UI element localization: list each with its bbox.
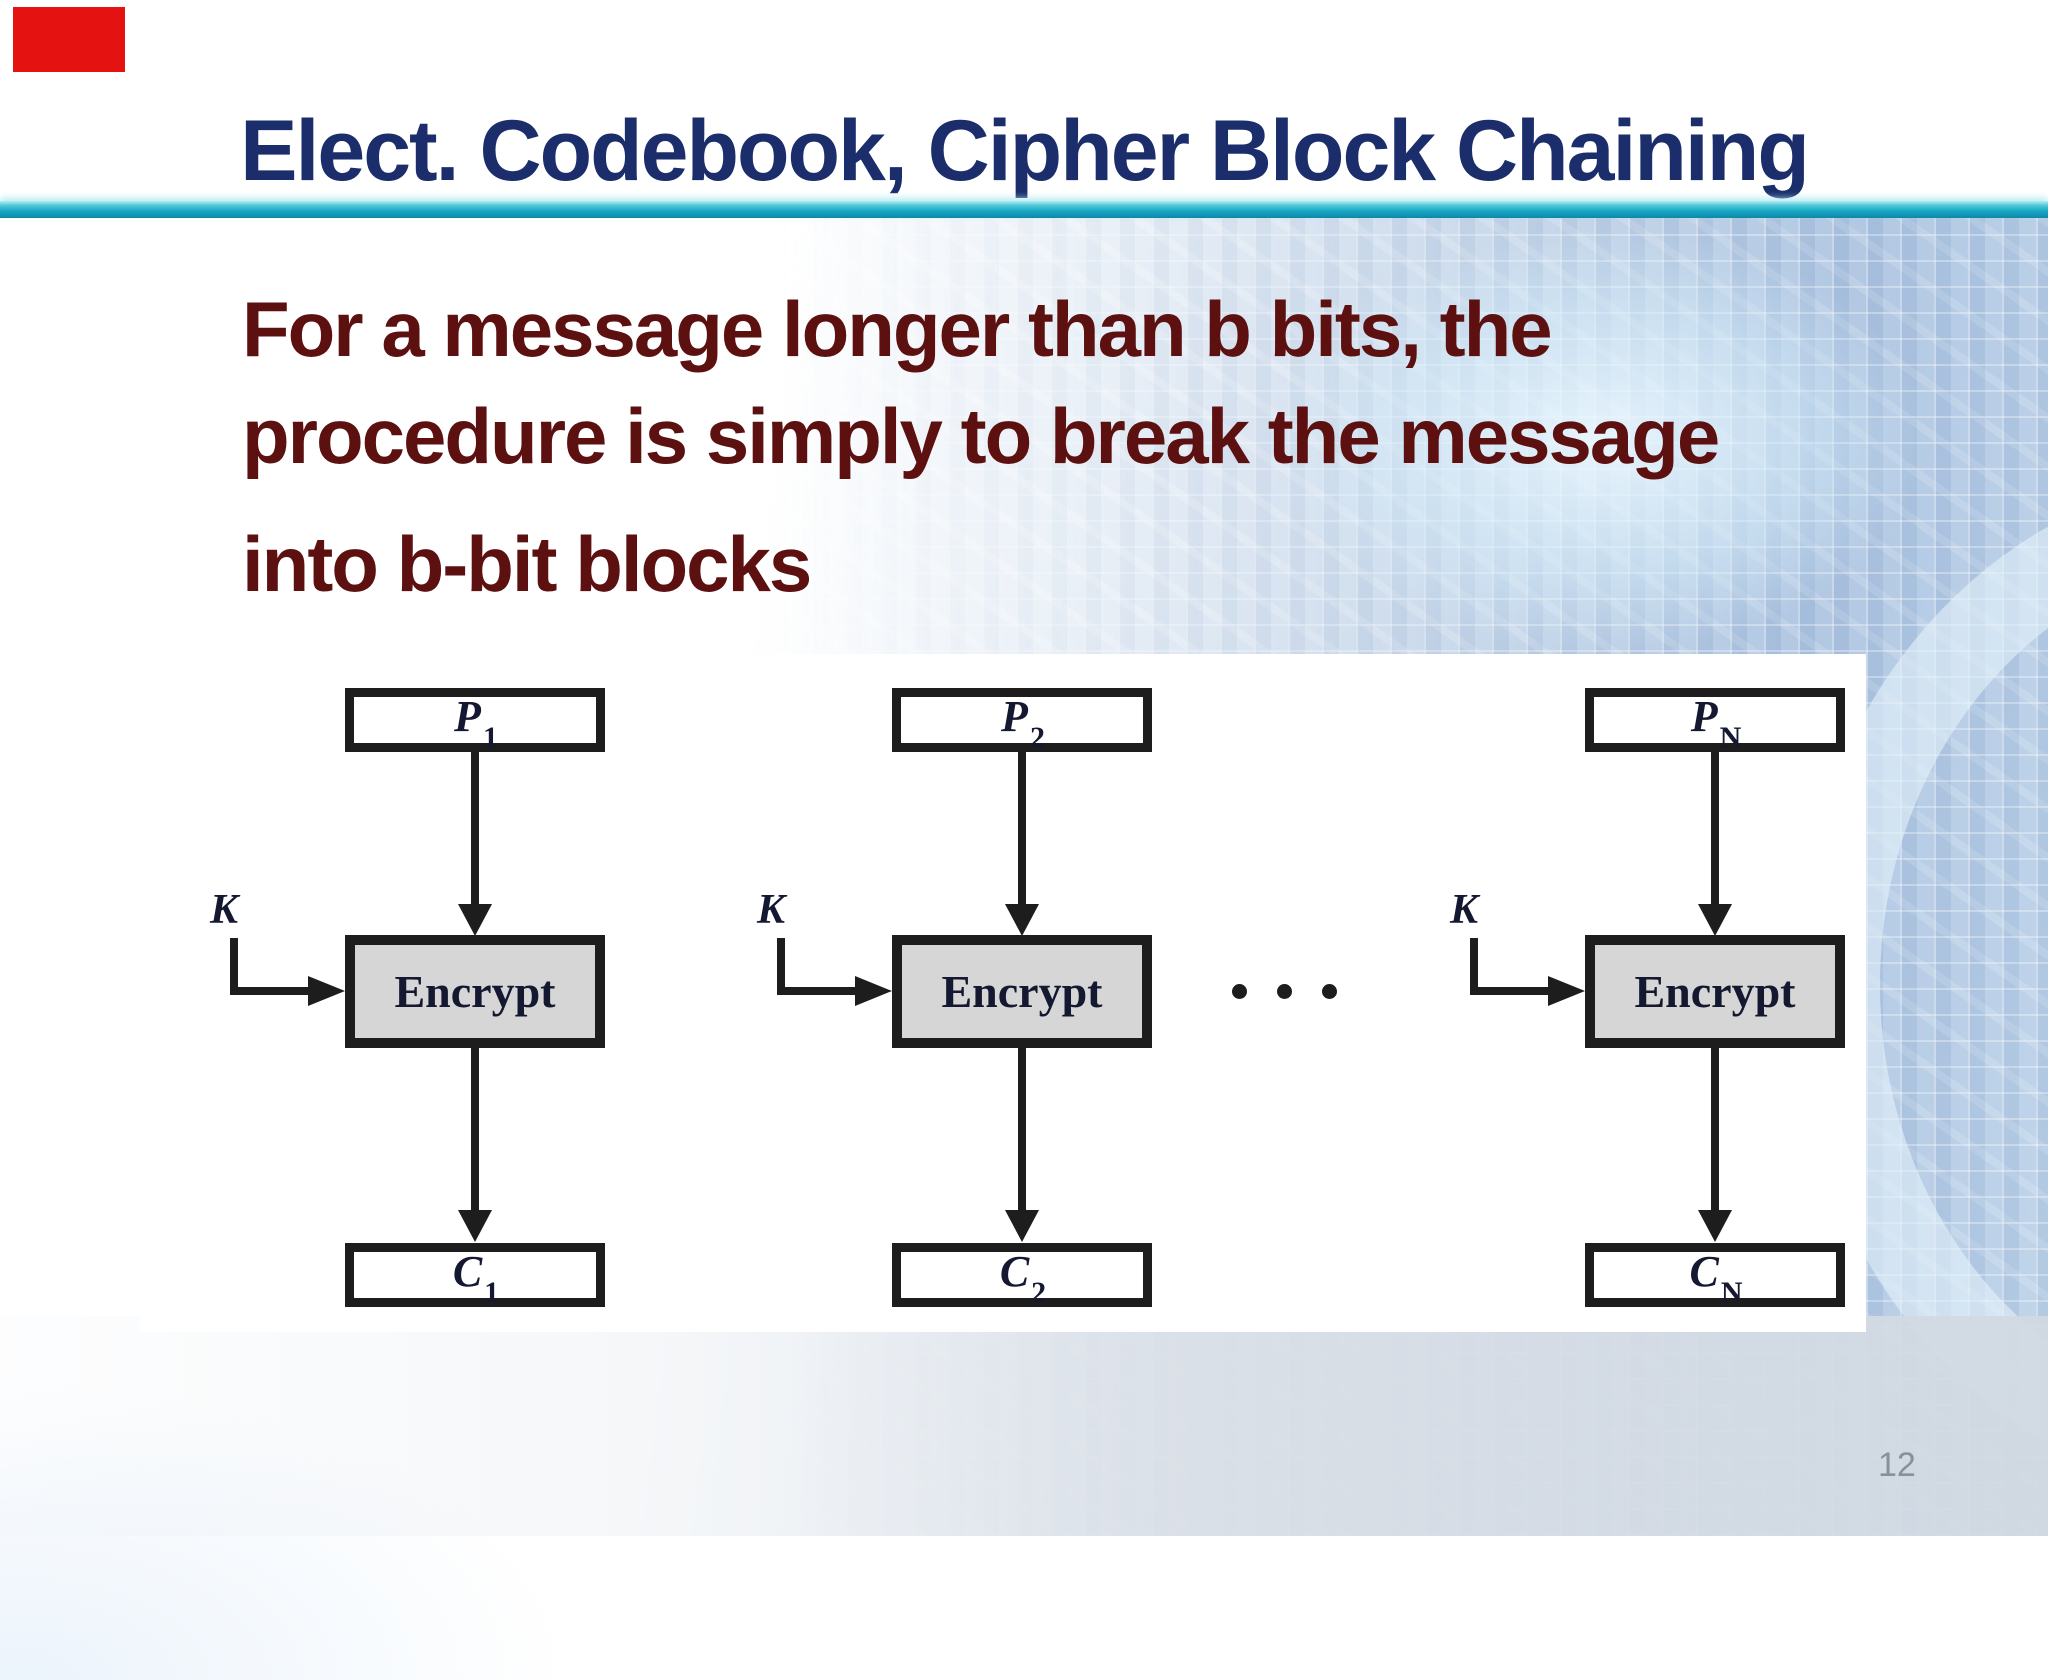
ciphertext-label-c1: C1 xyxy=(452,1247,500,1309)
ecb-diagram-panel: P1 K Encrypt C1 P2 K Encrypt C2 PN K Enc… xyxy=(140,654,1866,1332)
background-bottom-band xyxy=(0,1316,2048,1536)
body-text-line-2: procedure is simply to break the message xyxy=(242,392,1720,480)
arrowhead-encrypt-to-c2 xyxy=(1005,1210,1039,1242)
key-label-1: K xyxy=(210,887,239,933)
key-arrowhead-1 xyxy=(308,976,345,1006)
encrypt-label-2: Encrypt xyxy=(941,966,1103,1017)
ciphertext-label-c2: C2 xyxy=(999,1247,1047,1309)
background-bright-patch xyxy=(1280,230,1920,650)
key-line-vertical-3 xyxy=(1470,938,1478,991)
plaintext-label-pn: PN xyxy=(1690,692,1742,754)
key-label-2: K xyxy=(757,887,786,933)
plaintext-label-p1: P1 xyxy=(454,692,498,754)
ciphertext-box-c2: C2 xyxy=(892,1243,1152,1309)
background-corner-tint xyxy=(0,1380,580,1680)
key-line-vertical-1 xyxy=(230,938,238,991)
encrypt-label-1: Encrypt xyxy=(394,966,556,1017)
arrowhead-encrypt-to-c1 xyxy=(458,1210,492,1242)
key-label-3: K xyxy=(1450,887,1479,933)
slide-title: Elect. Codebook, Cipher Block Chaining xyxy=(240,103,1810,199)
arrowhead-p1-to-encrypt xyxy=(458,904,492,936)
arrow-p1-to-encrypt xyxy=(471,752,479,904)
ciphertext-box-c1: C1 xyxy=(345,1243,605,1309)
plaintext-box-p2: P2 xyxy=(892,688,1152,754)
ellipsis-dot-3 xyxy=(1322,984,1337,999)
plaintext-label-p2: P2 xyxy=(1001,692,1045,754)
corner-red-marker xyxy=(13,7,125,72)
arrow-encrypt-to-cn xyxy=(1711,1048,1719,1210)
encrypt-box-1: Encrypt xyxy=(345,935,605,1048)
encrypt-box-2: Encrypt xyxy=(892,935,1152,1048)
plaintext-box-p1: P1 xyxy=(345,688,605,754)
key-line-horizontal-1 xyxy=(230,987,312,995)
key-arrowhead-2 xyxy=(855,976,892,1006)
page-number: 12 xyxy=(1878,1446,1916,1484)
ellipsis-dot-1 xyxy=(1232,984,1247,999)
arrowhead-encrypt-to-cn xyxy=(1698,1210,1732,1242)
key-line-vertical-2 xyxy=(777,938,785,991)
key-arrowhead-3 xyxy=(1548,976,1585,1006)
arrowhead-pn-to-encrypt xyxy=(1698,904,1732,936)
teal-divider-line xyxy=(0,201,2048,218)
arrow-pn-to-encrypt xyxy=(1711,752,1719,904)
encrypt-box-3: Encrypt xyxy=(1585,935,1845,1048)
plaintext-box-pn: PN xyxy=(1585,688,1845,754)
arrow-encrypt-to-c2 xyxy=(1018,1048,1026,1210)
body-text-line-1: For a message longer than b bits, the xyxy=(242,285,1553,373)
ciphertext-label-cn: CN xyxy=(1689,1247,1743,1309)
arrowhead-p2-to-encrypt xyxy=(1005,904,1039,936)
key-line-horizontal-3 xyxy=(1470,987,1552,995)
arrow-encrypt-to-c1 xyxy=(471,1048,479,1210)
arrow-p2-to-encrypt xyxy=(1018,752,1026,904)
body-text-line-3: into b-bit blocks xyxy=(242,520,812,608)
ellipsis-dot-2 xyxy=(1277,984,1292,999)
encrypt-label-3: Encrypt xyxy=(1634,966,1796,1017)
ciphertext-box-cn: CN xyxy=(1585,1243,1845,1309)
key-line-horizontal-2 xyxy=(777,987,859,995)
